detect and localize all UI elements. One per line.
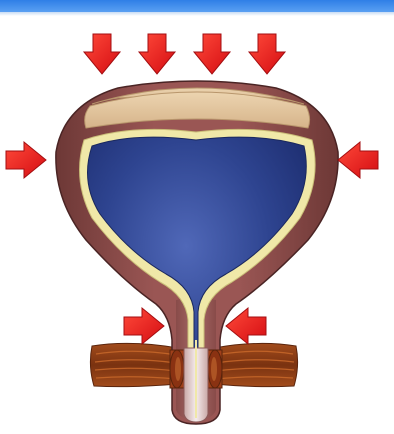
arrow-left-mid (6, 142, 46, 178)
arrow-top-2 (139, 34, 175, 74)
muscle-band-left (90, 343, 178, 386)
arrow-top-1 (84, 34, 120, 74)
arrow-top-4 (249, 34, 285, 74)
arrow-top-3 (194, 34, 230, 74)
arrow-right-neck (226, 308, 266, 344)
urethral-sphincter-right (208, 350, 222, 388)
muscle-band-right (214, 343, 298, 386)
arrow-left-neck (124, 308, 164, 344)
urethral-sphincter-left (170, 350, 184, 388)
arrow-right-mid (338, 142, 378, 178)
